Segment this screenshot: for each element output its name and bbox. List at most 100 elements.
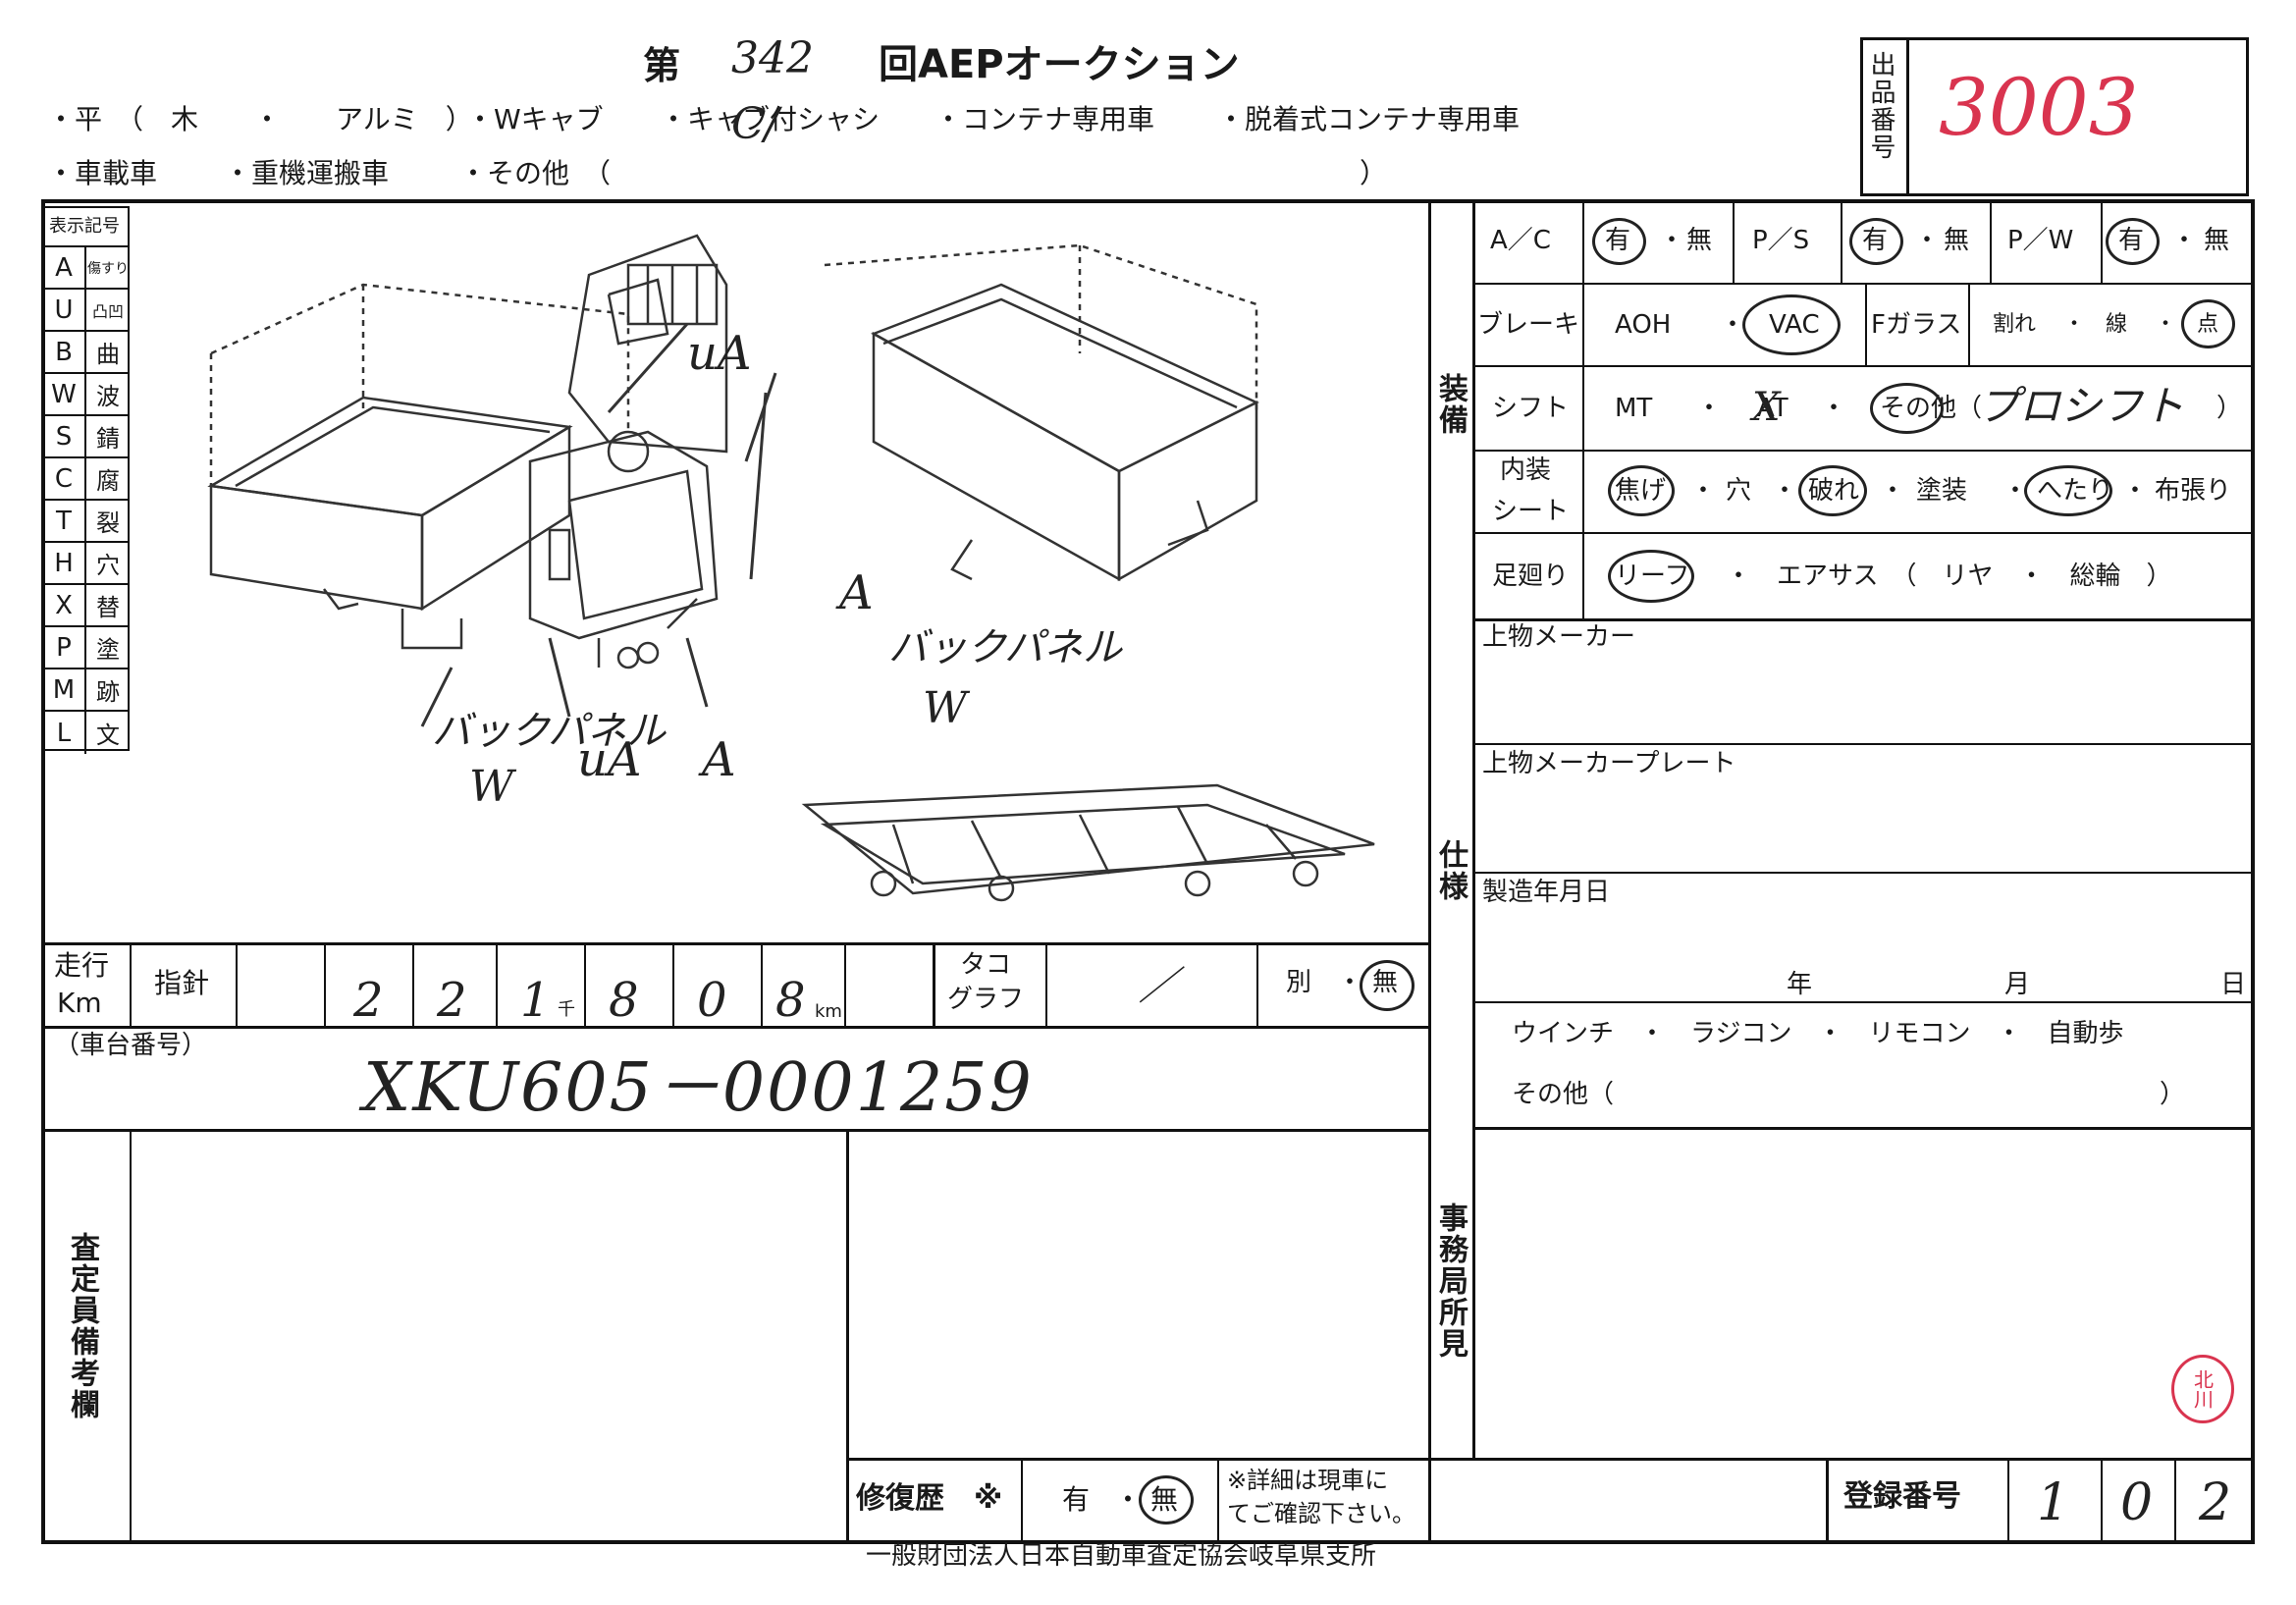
- fglass-label: Fガラス: [1871, 310, 1962, 340]
- tacho-none-circle: [1360, 960, 1415, 1011]
- interior-hole: 穴: [1726, 476, 1752, 506]
- repair-divider: [1428, 1458, 1431, 1541]
- mileage-row-top: [41, 942, 1430, 945]
- mileage-digit: 8: [775, 973, 806, 1028]
- digit-divider: [412, 942, 414, 1026]
- note-w-left: W: [469, 762, 514, 812]
- spec-row-line: [1472, 872, 2255, 874]
- divider-left-right: [1428, 199, 1431, 1461]
- mileage-digit: 0: [697, 973, 727, 1028]
- tacho-label-2: グラフ: [947, 985, 1025, 1014]
- tacho-separate: 別 ・: [1286, 968, 1363, 997]
- auction-title: 回AEPオークション: [879, 42, 1240, 87]
- legend-code: W: [43, 374, 86, 414]
- body-type-cab-chassis: ・キャブ付シャシ: [660, 103, 881, 135]
- shift-dot-2: ・: [1821, 394, 1847, 423]
- shift-close: ）: [2216, 394, 2243, 423]
- repair-note-1: ※詳細は現車に: [1227, 1467, 1389, 1494]
- pw-label: P／W: [2007, 226, 2074, 255]
- registration-label: 登録番号: [1843, 1479, 1961, 1514]
- thousand-unit: 千: [558, 999, 575, 1020]
- brake-vac-circle: [1742, 294, 1841, 355]
- digit-divider: [324, 942, 326, 1026]
- interior-dot: ・: [1772, 476, 1798, 506]
- suspension-air: エアサス （ リヤ ・ 総輪 ）: [1777, 562, 2172, 591]
- legend-meaning: 腐: [96, 467, 120, 495]
- annotation-pointers: [420, 323, 777, 727]
- legend-title: 表示記号: [49, 216, 120, 237]
- note-w-right: W: [923, 683, 968, 733]
- legend-code: L: [43, 712, 86, 754]
- spec-row-line: [1472, 1001, 2255, 1003]
- interior-dot: ・: [2122, 476, 2149, 506]
- body-type-wcab: ・Wキャブ: [466, 103, 604, 135]
- digit-divider: [584, 942, 586, 1026]
- registration-digit: 1: [2037, 1473, 2070, 1532]
- lot-number-label: 出品番号: [1866, 51, 1896, 161]
- legend-meaning: 錆: [96, 425, 120, 453]
- spec-section-label: 仕様: [1433, 839, 1468, 902]
- equip-col-line: [1968, 283, 1970, 365]
- repair-divider: [1217, 1458, 1219, 1541]
- repair-dot: ・: [1114, 1483, 1143, 1516]
- shift-at-strike: X: [1752, 385, 1781, 430]
- mileage-divider: [1256, 942, 1258, 1026]
- note-a-right: A: [839, 565, 874, 620]
- ac-yes-circle: [1592, 218, 1646, 265]
- equip-section-bottom: [1472, 618, 2255, 621]
- note-backpanel-right: バックパネル: [888, 625, 1122, 670]
- pw-no: 無: [2204, 226, 2230, 255]
- indicator-label: 指針: [154, 967, 210, 999]
- interior-wear-circle: [2024, 465, 2112, 516]
- interior-cloth: 布張り: [2155, 476, 2232, 506]
- body-type-other: ・その他 （: [459, 157, 612, 189]
- shift-at: AT: [1757, 394, 1789, 423]
- equip-col-line: [2101, 199, 2103, 283]
- mileage-divider: [1045, 942, 1047, 1026]
- digit-divider: [761, 942, 763, 1026]
- seal-text: 北川: [2190, 1369, 2215, 1409]
- legend-code: M: [43, 669, 86, 710]
- interior-label: 内装: [1500, 455, 1552, 485]
- fglass-crack: 割れ: [1993, 312, 2037, 337]
- body-maker-label: 上物メーカー: [1482, 622, 1636, 652]
- lot-number-handwritten: 3003: [1939, 62, 2139, 153]
- remarks-label-divider: [130, 1129, 132, 1541]
- office-remarks-label: 事務局所見: [1433, 1203, 1468, 1360]
- fglass-chip-circle: [2181, 299, 2235, 348]
- chassis-frame-view: [801, 783, 1375, 902]
- body-type-detachable-container: ・脱着式コンテナ専用車: [1217, 103, 1521, 135]
- ps-yes-circle: [1849, 218, 1903, 265]
- interior-paint: 塗装: [1916, 476, 1968, 506]
- note-ua-bottom: uA: [577, 732, 642, 787]
- lot-number-box: [1860, 37, 2249, 196]
- repair-divider: [1021, 1458, 1023, 1541]
- digit-divider: [844, 942, 846, 1026]
- km-unit: km: [815, 1001, 842, 1022]
- legend-code: B: [43, 332, 86, 372]
- registration-digit: 2: [2199, 1473, 2232, 1532]
- reg-divider: [2174, 1458, 2176, 1541]
- date-day: 日: [2220, 970, 2247, 999]
- legend-meaning: 凸凹: [91, 301, 124, 321]
- truck-left-view: [207, 283, 719, 669]
- brake-dot: ・: [1720, 310, 1746, 340]
- equip-row-line: [1472, 532, 2255, 534]
- ps-dot: ・: [1914, 226, 1941, 255]
- legend-code: T: [43, 501, 86, 541]
- suspension-dot: ・: [1726, 562, 1752, 591]
- inspector-remarks-label: 査定員備考欄: [65, 1232, 99, 1420]
- shift-other-circle: [1870, 383, 1944, 434]
- mileage-digit: 2: [353, 973, 384, 1028]
- interior-tear-circle: [1798, 465, 1867, 516]
- spec-other-close: ）: [2160, 1080, 2186, 1109]
- body-maker-plate-label: 上物メーカープレート: [1482, 749, 1736, 778]
- legend-code: H: [43, 543, 86, 583]
- reg-divider: [2007, 1458, 2009, 1541]
- legend-code: U: [43, 290, 86, 330]
